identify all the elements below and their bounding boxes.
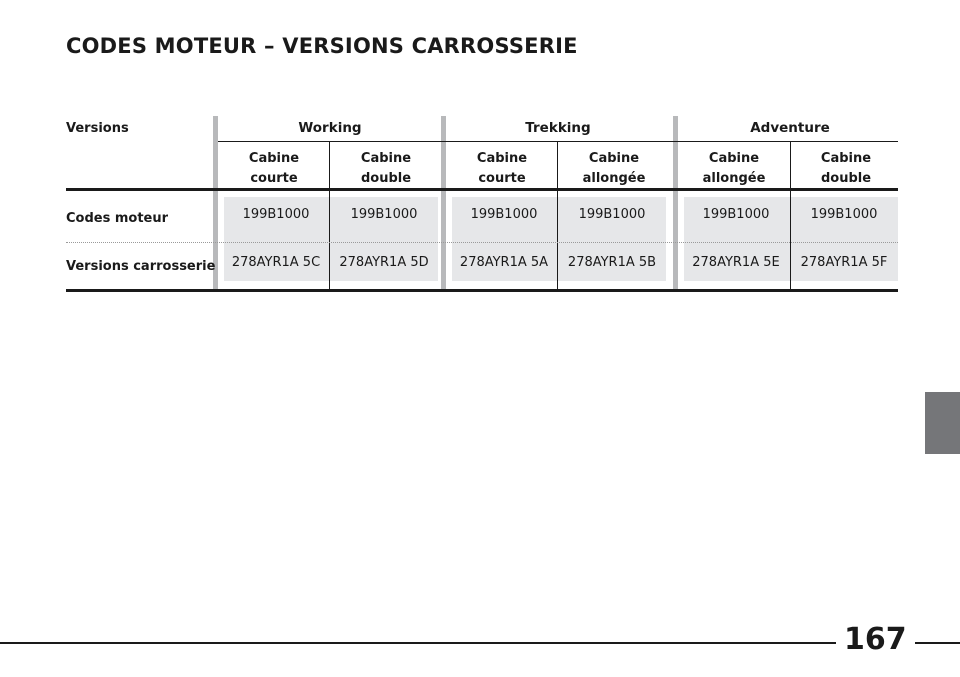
group-header-rule bbox=[218, 141, 898, 142]
versions-carrosserie-row-label: Versions carrosserie bbox=[66, 259, 216, 274]
page-number: 167 bbox=[836, 622, 915, 657]
code-moteur-cell: 199B1000 bbox=[702, 207, 770, 222]
adventure-data-shade bbox=[684, 197, 898, 281]
version-carrosserie-cell: 278AYR1A 5A bbox=[459, 255, 549, 270]
version-carrosserie-cell: 278AYR1A 5D bbox=[339, 255, 429, 270]
page-title: CODES MOTEUR – VERSIONS CARROSSERIE bbox=[66, 34, 578, 58]
working-group-bar bbox=[213, 116, 218, 291]
column-separator bbox=[329, 141, 330, 291]
version-carrosserie-cell: 278AYR1A 5F bbox=[800, 255, 888, 270]
trekking-group-bar bbox=[441, 116, 446, 291]
codes-moteur-row-label: Codes moteur bbox=[66, 211, 169, 226]
working-data-shade bbox=[224, 197, 438, 281]
trekking-data-shade bbox=[452, 197, 666, 281]
section-tab bbox=[925, 392, 960, 454]
code-moteur-cell: 199B1000 bbox=[470, 207, 538, 222]
group-header-working: Working bbox=[298, 120, 362, 136]
column-separator bbox=[557, 141, 558, 291]
version-carrosserie-cell: 278AYR1A 5E bbox=[692, 255, 780, 270]
code-moteur-cell: 199B1000 bbox=[350, 207, 418, 222]
footer-rule bbox=[0, 642, 960, 644]
table-bottom-rule bbox=[66, 289, 898, 292]
version-carrosserie-cell: 278AYR1A 5B bbox=[567, 255, 657, 270]
code-moteur-cell: 199B1000 bbox=[578, 207, 646, 222]
code-moteur-cell: 199B1000 bbox=[810, 207, 878, 222]
row-divider bbox=[66, 242, 898, 243]
group-header-adventure: Adventure bbox=[750, 120, 830, 136]
group-header-trekking: Trekking bbox=[525, 120, 591, 136]
column-separator bbox=[790, 141, 791, 291]
versions-row-label: Versions bbox=[66, 121, 129, 136]
version-carrosserie-cell: 278AYR1A 5C bbox=[231, 255, 321, 270]
adventure-group-bar bbox=[673, 116, 678, 291]
code-moteur-cell: 199B1000 bbox=[242, 207, 310, 222]
header-bottom-rule bbox=[66, 188, 898, 191]
